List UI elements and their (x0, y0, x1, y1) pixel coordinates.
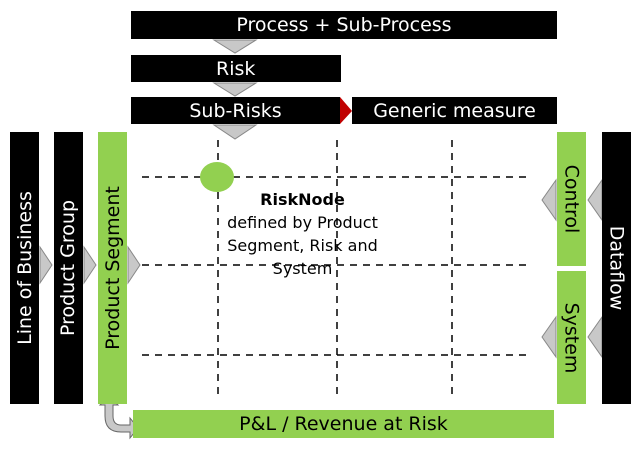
sub-risks-bar: Sub-Risks (131, 97, 340, 124)
system-label: System (560, 302, 583, 373)
system-bar: System (557, 271, 586, 404)
risknode-dot (200, 162, 234, 192)
generic-measure-label: Generic measure (373, 99, 536, 122)
generic-measure-bar: Generic measure (352, 97, 557, 124)
arrow-down-icon (212, 39, 258, 54)
risknode-definition: defined by Product Segment, Risk and Sys… (227, 213, 378, 278)
arrow-down-icon (212, 124, 258, 140)
arrow-down-icon (212, 82, 258, 97)
risknode-title: RiskNode (260, 190, 345, 209)
product-segment-label: Product Segment (101, 186, 124, 350)
risk-label: Risk (216, 57, 256, 80)
process-bar: Process + Sub-Process (131, 11, 557, 39)
pnl-label: P&L / Revenue at Risk (239, 413, 448, 435)
control-label: Control (560, 164, 583, 234)
sub-risks-label: Sub-Risks (189, 99, 282, 122)
arrow-right-red-icon (340, 97, 352, 124)
arrow-left-icon (587, 178, 603, 222)
risk-bar: Risk (131, 55, 341, 82)
arrow-left-icon (587, 315, 603, 359)
arrow-left-icon (541, 315, 557, 359)
product-group-label: Product Group (57, 199, 80, 337)
arrow-right-icon (83, 245, 97, 285)
arrow-right-icon (127, 245, 141, 285)
product-group-bar: Product Group (54, 132, 83, 404)
bent-arrow-icon (98, 395, 139, 440)
dataflow-label: Dataflow (605, 225, 628, 311)
arrow-left-icon (541, 178, 557, 222)
risknode-description: RiskNode defined by Product Segment, Ris… (200, 188, 405, 280)
product-segment-bar: Product Segment (98, 132, 127, 404)
line-of-business-label: Line of Business (13, 191, 36, 345)
arrow-right-icon (39, 245, 53, 285)
process-label: Process + Sub-Process (236, 14, 452, 36)
line-of-business-bar: Line of Business (10, 132, 39, 404)
pnl-bar: P&L / Revenue at Risk (133, 410, 554, 438)
control-bar: Control (557, 132, 586, 266)
dataflow-bar: Dataflow (602, 132, 631, 404)
